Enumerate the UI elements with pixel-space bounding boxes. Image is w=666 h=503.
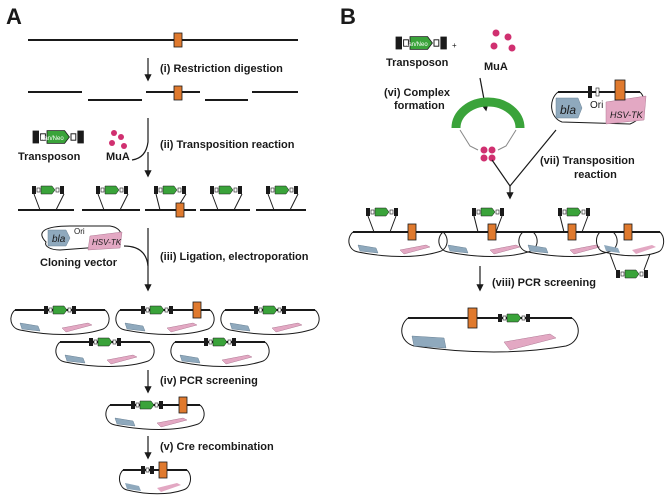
cloning-vector-a (41, 225, 123, 251)
plus-sign: + (452, 41, 457, 50)
panel-b-letter: B (340, 4, 356, 29)
panel-a-letter: A (6, 4, 22, 29)
hsv-tk-label-b: HSV-TK (610, 110, 644, 120)
step-iii-label: (iii) Ligation, electroporation (160, 251, 309, 263)
bla-label-b: bla (560, 103, 576, 117)
step-viii-label: (viii) PCR screening (492, 277, 596, 289)
step-vii-label-line1: (vii) Transposition (540, 155, 635, 167)
step-ii-arrow (131, 118, 149, 161)
target-gene-box (173, 32, 183, 48)
step-vii-label-line2: reaction (574, 169, 617, 181)
mua-dots-b (490, 29, 516, 52)
transposon-label-b: Transposon (386, 57, 449, 69)
step-iv-label: (iv) PCR screening (160, 375, 258, 387)
mua-dots-a (109, 130, 127, 149)
screened-plasmid-a (104, 396, 206, 431)
transposon-label-a: Transposon (18, 151, 81, 163)
recombined-plasmid (119, 461, 191, 495)
integration-products (347, 207, 665, 279)
step-vi-label-line2: formation (394, 100, 445, 112)
ori-label-b: Ori (590, 100, 603, 111)
ori-label-a: Ori (74, 227, 85, 236)
kan-neo-label-b: Kan/Neo (404, 42, 428, 48)
mua-label-b: MuA (484, 61, 508, 73)
step-v-label: (v) Cre recombination (160, 441, 274, 453)
fragments-with-transposons (18, 185, 306, 218)
step-vi-label-line1: (vi) Complex (384, 87, 451, 99)
mua-label-a: MuA (106, 151, 130, 163)
hsv-tk-label-a: HSV-TK (92, 238, 122, 247)
dna-fragments (28, 85, 298, 101)
target-plasmid-b (551, 79, 647, 125)
kan-neo-label-a: Kan/Neo (40, 136, 64, 142)
ligated-plasmids (9, 301, 321, 368)
step-vii-arrow (491, 129, 557, 187)
cloning-vector-label: Cloning vector (40, 257, 118, 269)
screened-plasmid-b (401, 307, 579, 353)
transpososome-complex (451, 97, 525, 162)
step-i-label: (i) Restriction digestion (160, 63, 283, 75)
bla-label-a: bla (52, 234, 66, 245)
step-ii-label: (ii) Transposition reaction (160, 139, 295, 151)
